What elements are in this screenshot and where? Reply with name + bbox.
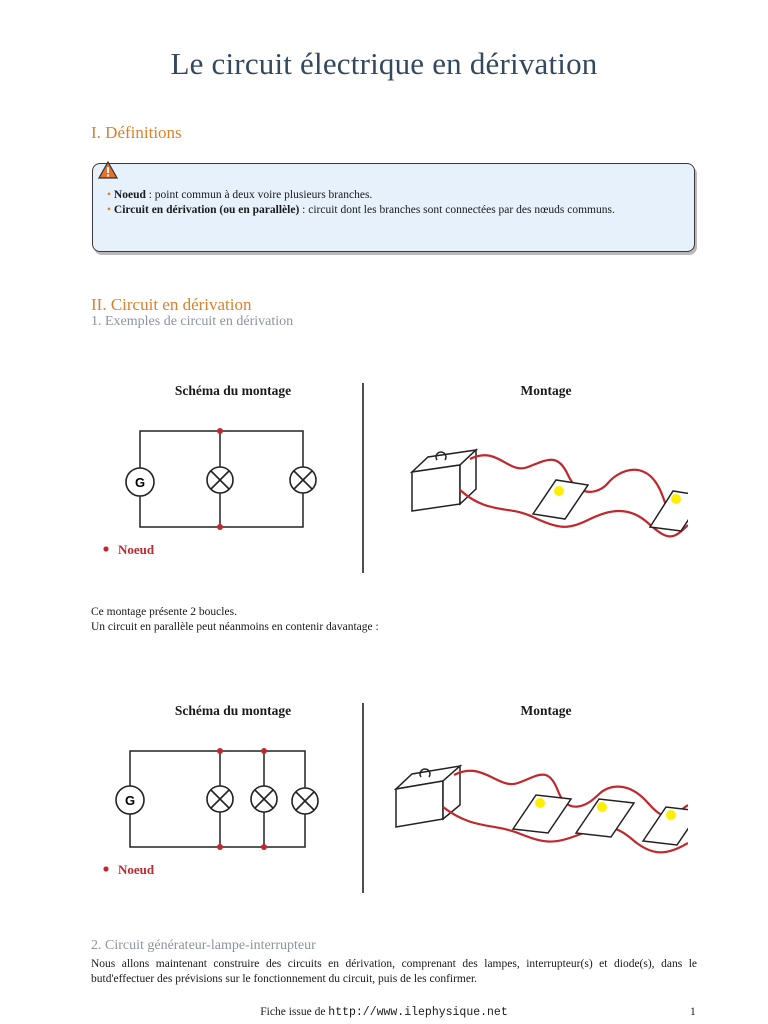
definition-text: : circuit dont les branches sont connect… <box>299 204 615 216</box>
subsection-heading-generator-lamp-switch: 2. Circuit générateur-lampe-interrupteur <box>91 938 316 953</box>
node-dot-icon <box>217 524 223 530</box>
paragraph-line: Ce montage présente 2 boucles. <box>91 606 237 618</box>
definition-term: Noeud <box>113 189 146 201</box>
page-title: Le circuit électrique en dérivation <box>170 46 598 81</box>
node-dot-icon <box>261 844 267 850</box>
schema-title: Schéma du montage <box>175 703 291 718</box>
bulb-icon <box>597 802 607 812</box>
lamp-symbol <box>289 466 317 494</box>
definition-box: • Noeud : point commun à deux voire plus… <box>92 160 695 252</box>
generator-label: G <box>135 475 145 490</box>
wire-bottom <box>442 806 688 854</box>
page-number: 1 <box>690 1006 696 1018</box>
wire-top <box>453 769 688 818</box>
lamp-symbol <box>250 785 278 813</box>
node-legend-label: Noeud <box>118 542 155 557</box>
generator-symbol: G <box>125 467 155 497</box>
bullet-icon: • <box>107 204 112 216</box>
node-legend-label: Noeud <box>118 862 155 877</box>
bulb-board <box>648 490 688 532</box>
node-dot-icon <box>217 748 223 754</box>
battery-icon <box>393 764 463 828</box>
battery-icon <box>409 448 479 512</box>
lamp-symbol <box>206 466 234 494</box>
bulb-board <box>641 806 688 846</box>
figure-circuit-three-loops: Schéma du montage Montage G Noeud <box>103 703 688 893</box>
bullet-icon: • <box>107 189 112 201</box>
subsection-heading-examples: 1. Exemples de circuit en dérivation <box>91 314 294 329</box>
schema-title: Schéma du montage <box>175 383 291 398</box>
bulb-icon <box>666 810 676 820</box>
bulb-icon <box>535 798 545 808</box>
definition-item-noeud: • Noeud : point commun à deux voire plus… <box>107 188 680 203</box>
definition-text: : point commun à deux voire plusieurs br… <box>145 189 373 201</box>
footer: Fiche issue de http://www.ilephysique.ne… <box>0 1006 768 1019</box>
generator-label: G <box>125 793 135 808</box>
paragraph-line: Un circuit en parallèle peut néanmoins e… <box>91 621 379 633</box>
node-dot-icon <box>217 844 223 850</box>
definition-term: Circuit en dérivation (ou en parallèle) <box>113 204 300 216</box>
generator-symbol: G <box>115 785 145 815</box>
lamp-symbol <box>291 787 319 815</box>
node-legend-dot-icon <box>103 546 109 552</box>
montage-title: Montage <box>521 383 572 398</box>
bulb-board <box>511 794 573 834</box>
lamp-symbol <box>206 785 234 813</box>
section-heading-definitions: I. Définitions <box>91 123 182 142</box>
paragraph-construction: Nous allons maintenant construire des ci… <box>91 958 697 985</box>
node-dot-icon <box>261 748 267 754</box>
warning-icon <box>98 160 118 179</box>
figure-circuit-two-loops: Schéma du montage Montage G Noeud <box>103 383 688 573</box>
node-legend-dot-icon <box>103 866 109 872</box>
paragraph-loops: Ce montage présente 2 boucles. Un circui… <box>91 605 697 635</box>
montage-drawing <box>409 448 688 538</box>
section-heading-circuit: II. Circuit en dérivation <box>91 295 252 314</box>
bulb-board <box>531 479 590 520</box>
footer-link[interactable]: http://www.ilephysique.net <box>328 1006 508 1019</box>
bulb-board <box>574 798 636 838</box>
node-dot-icon <box>217 428 223 434</box>
footer-prefix: Fiche issue de <box>260 1006 329 1018</box>
bulb-icon <box>671 494 681 504</box>
wire-bottom <box>459 489 688 538</box>
montage-drawing <box>393 764 688 854</box>
montage-title: Montage <box>521 703 572 718</box>
definition-item-derivation: • Circuit en dérivation (ou en parallèle… <box>107 203 680 218</box>
bulb-icon <box>554 486 564 496</box>
